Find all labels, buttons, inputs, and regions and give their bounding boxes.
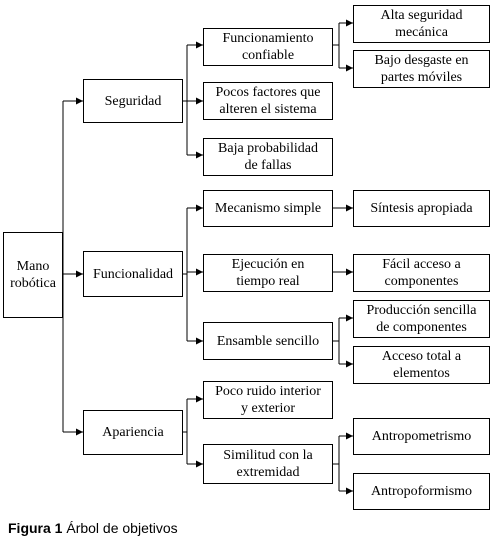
node-ejecucion-tiempo-real: Ejecución en tiempo real <box>203 254 333 292</box>
node-alta-seguridad: Alta seguridad mecánica <box>353 5 490 43</box>
node-baja-probabilidad: Baja probabilidad de fallas <box>203 138 333 176</box>
figure-caption: Figura 1 Árbol de objetivos <box>8 520 178 536</box>
node-ensamble-sencillo: Ensamble sencillo <box>203 322 333 360</box>
node-seguridad: Seguridad <box>83 79 183 123</box>
node-mecanismo-simple: Mecanismo simple <box>203 190 333 227</box>
node-facil-acceso: Fácil acceso a componentes <box>353 254 490 292</box>
node-root: Mano robótica <box>3 232 63 318</box>
node-pocos-factores: Pocos factores que alteren el sistema <box>203 82 333 120</box>
node-funcionalidad: Funcionalidad <box>83 251 183 297</box>
node-poco-ruido: Poco ruido interior y exterior <box>203 381 333 419</box>
node-produccion-sencilla: Producción sencilla de componentes <box>353 300 490 338</box>
node-antropoformismo: Antropoformismo <box>353 473 490 510</box>
node-acceso-total: Acceso total a elementos <box>353 346 490 384</box>
node-similitud-extremidad: Similitud con la extremidad <box>203 444 333 484</box>
node-bajo-desgaste: Bajo desgaste en partes móviles <box>353 50 490 88</box>
figure-label: Figura 1 <box>8 520 63 536</box>
node-apariencia: Apariencia <box>83 410 183 455</box>
figure-title: Árbol de objetivos <box>66 520 178 536</box>
node-funcionamiento-confiable: Funcionamiento confiable <box>203 28 333 66</box>
node-sintesis-apropiada: Síntesis apropiada <box>353 190 490 227</box>
node-antropometrismo: Antropometrismo <box>353 418 490 455</box>
